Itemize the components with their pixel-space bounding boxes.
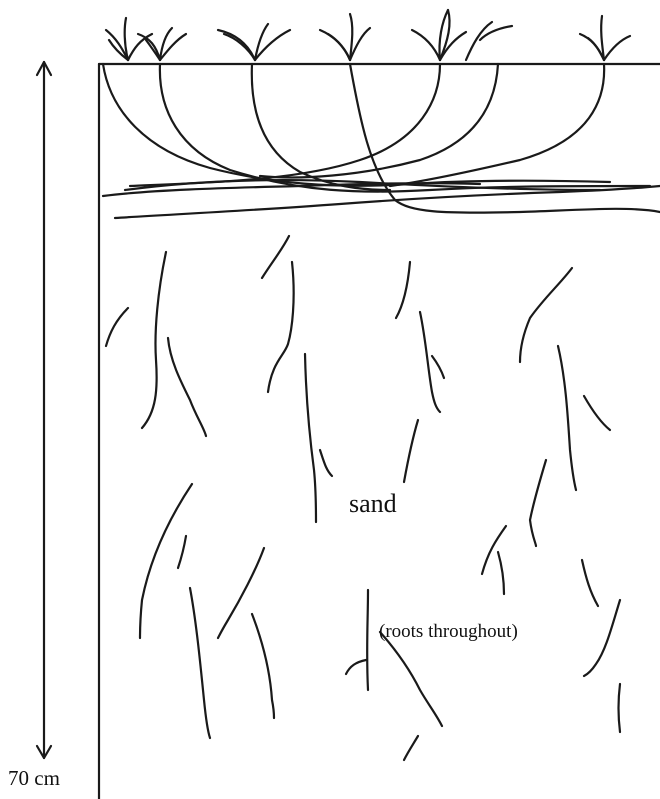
- seedlings: [106, 10, 630, 60]
- sand-label: sand: [349, 489, 397, 518]
- depth-label: 70 cm: [8, 766, 60, 790]
- depth-arrow: [37, 62, 51, 758]
- surface-root-mat: [103, 64, 660, 218]
- roots-throughout-label: (roots throughout): [379, 621, 518, 642]
